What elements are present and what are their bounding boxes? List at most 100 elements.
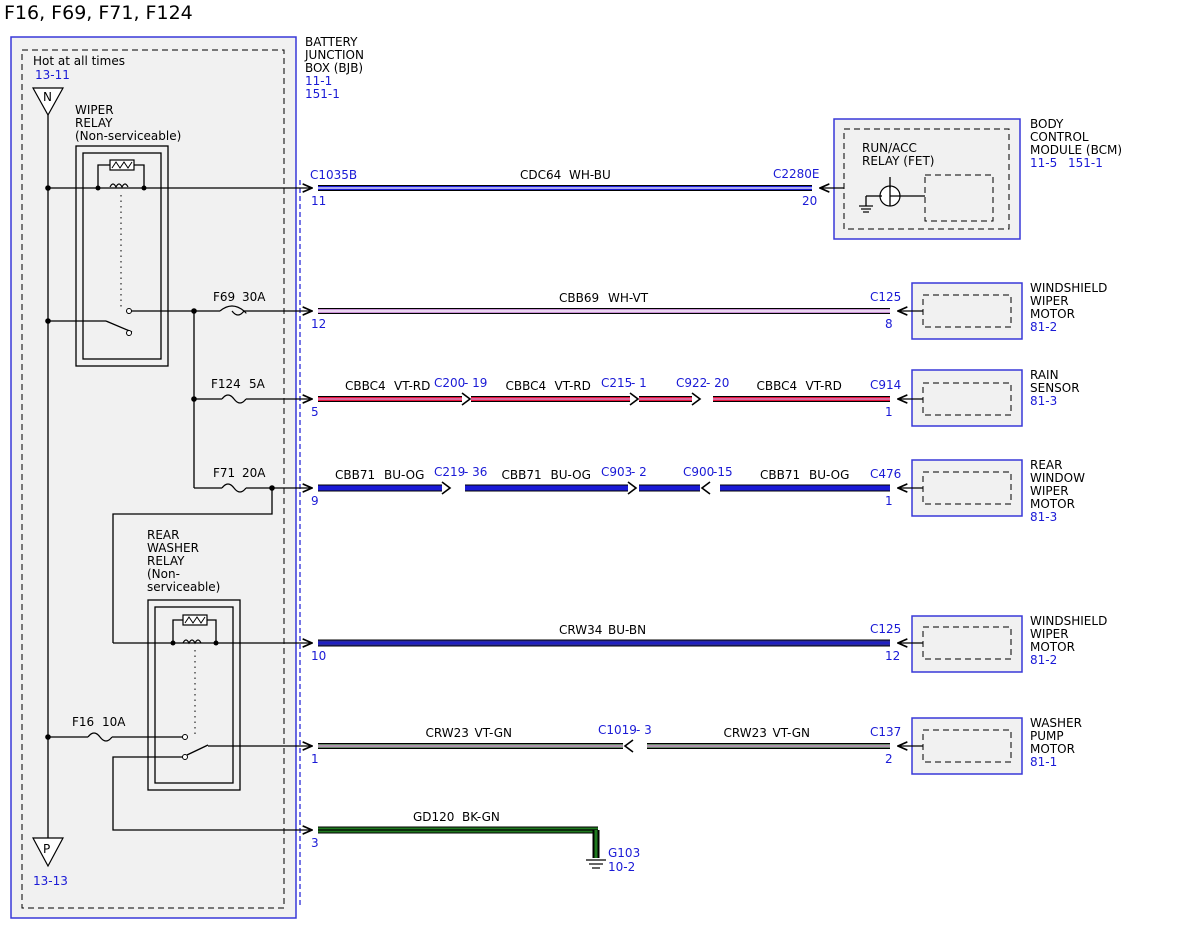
- fuse-f71-rating: 20A: [242, 466, 266, 480]
- component-ref: 81-2: [1030, 320, 1057, 334]
- end-connector-label: C125: [870, 622, 901, 636]
- end-pin-label: 20: [802, 194, 817, 208]
- end-connector-label: C137: [870, 725, 901, 739]
- bcm-relay-label-1: RUN/ACC: [862, 141, 917, 155]
- end-pin-label: 1: [885, 405, 893, 419]
- hot-ref: 13-11: [35, 68, 70, 82]
- n-terminal-label: N: [43, 90, 52, 104]
- component-name-line: WIPER: [1030, 484, 1069, 498]
- inline-connector-arrow: [441, 481, 452, 495]
- wire-circuit-label: CBBC4: [757, 379, 798, 393]
- inline-connector-arrow: [461, 392, 472, 406]
- wire-color-label: BU-OG: [809, 468, 849, 482]
- wire-color-label: BU-OG: [551, 468, 591, 482]
- end-pin-label: 12: [885, 649, 900, 663]
- bjb-name-1: BATTERY: [305, 35, 358, 49]
- rear-washer-relay-label-5: serviceable): [147, 580, 220, 594]
- wire-circuit-label: CBBC4: [345, 379, 386, 393]
- inline-connector-pin: - 2: [631, 465, 647, 479]
- hot-at-all-times-label: Hot at all times: [33, 54, 125, 68]
- inline-connector-arrow: [629, 392, 640, 406]
- component-name-line: MOTOR: [1030, 307, 1075, 321]
- body-control-module: RUN/ACC RELAY (FET) BODY CONTROL MODULE …: [820, 117, 1122, 240]
- inline-connector-label: C922: [676, 376, 707, 390]
- end-connector-label: C2280E: [773, 167, 820, 181]
- end-connector-label: C476: [870, 467, 901, 481]
- bjb-ref-1: 11-1: [305, 74, 332, 88]
- p-terminal-label: P: [43, 842, 50, 856]
- component-name-line: WINDSHIELD: [1030, 614, 1107, 628]
- wire-circuit-label: CBB71: [502, 468, 542, 482]
- wire-color-label: VT-GN: [475, 726, 512, 740]
- ground-ref: 10-2: [608, 860, 635, 874]
- component-name-line: WIPER: [1030, 294, 1069, 308]
- bcm-name-3: MODULE (BCM): [1030, 143, 1122, 157]
- inline-connector-arrow: [700, 481, 711, 495]
- wire-circuit-label: CRW23: [724, 726, 767, 740]
- bjb-pin-label: 5: [311, 405, 319, 419]
- inline-connector-label: C200: [434, 376, 465, 390]
- inline-connector-pin: - 19: [464, 376, 487, 390]
- wire-color-label: WH-BU: [569, 168, 611, 182]
- component-name-line: WASHER: [1030, 716, 1082, 730]
- inline-connector-pin: - 36: [464, 465, 487, 479]
- wire-color-label: BU-BN: [608, 623, 646, 637]
- ground-name: G103: [608, 846, 640, 860]
- battery-junction-box: BATTERY JUNCTION BOX (BJB) 11-1 151-1 Ho…: [10, 35, 364, 919]
- component-ref: 81-3: [1030, 510, 1057, 524]
- fuse-f71-icon: [221, 483, 247, 493]
- bcm-relay-label-2: RELAY (FET): [862, 154, 934, 168]
- wire-circuit-label: CDC64: [520, 168, 561, 182]
- inline-connector-pin: - 3: [636, 723, 652, 737]
- wire-color-label: VT-RD: [555, 379, 591, 393]
- fuse-f69-name: F69: [213, 290, 235, 304]
- fuse-f124-icon: [221, 394, 247, 404]
- bjb-pin-label: 11: [311, 194, 326, 208]
- components: WINDSHIELDWIPERMOTOR81-2RAINSENSOR81-3RE…: [898, 281, 1107, 775]
- n-terminal-icon: [31, 87, 65, 117]
- end-pin-label: 2: [885, 752, 893, 766]
- fuse-f124-rating: 5A: [249, 377, 266, 391]
- inline-connector-label: C903: [601, 465, 632, 479]
- bjb-pin-label: 12: [311, 317, 326, 331]
- rear-washer-relay-label-2: WASHER: [147, 541, 199, 555]
- wire-color-label: BU-OG: [384, 468, 424, 482]
- end-connector-label: C125: [870, 290, 901, 304]
- wire-color-label: WH-VT: [608, 291, 649, 305]
- wire-circuit-label: CBB69: [559, 291, 599, 305]
- component-ref: 81-2: [1030, 653, 1057, 667]
- bcm-ref-1: 11-5: [1030, 156, 1057, 170]
- component-ref: 81-3: [1030, 394, 1057, 408]
- wire-circuit-label: GD120: [413, 810, 454, 824]
- bjb-ref-2: 151-1: [305, 87, 340, 101]
- wiper-relay-label-2: RELAY: [75, 116, 113, 130]
- component-name-line: MOTOR: [1030, 640, 1075, 654]
- wire-circuit-label: CRW23: [426, 726, 469, 740]
- bcm-ref-2: 151-1: [1068, 156, 1103, 170]
- inline-connector-label: C219: [434, 465, 465, 479]
- rear-washer-relay-label-4: (Non-: [147, 567, 180, 581]
- inline-connector-arrow: [623, 739, 634, 753]
- end-connector-label: C914: [870, 378, 901, 392]
- wiper-relay-label-1: WIPER: [75, 103, 114, 117]
- rear-washer-relay-label-3: RELAY: [147, 554, 185, 568]
- bjb-name-2: JUNCTION: [304, 48, 364, 62]
- inline-connector-pin: -15: [713, 465, 733, 479]
- bjb-pin-label: 10: [311, 649, 326, 663]
- rear-washer-relay-label-1: REAR: [147, 528, 179, 542]
- wire-color-label: VT-GN: [773, 726, 810, 740]
- bcm-name-2: CONTROL: [1030, 130, 1089, 144]
- wire-circuit-label: CBB71: [760, 468, 800, 482]
- bjb-pin-label: 1: [311, 752, 319, 766]
- bjb-pin-label: 9: [311, 494, 319, 508]
